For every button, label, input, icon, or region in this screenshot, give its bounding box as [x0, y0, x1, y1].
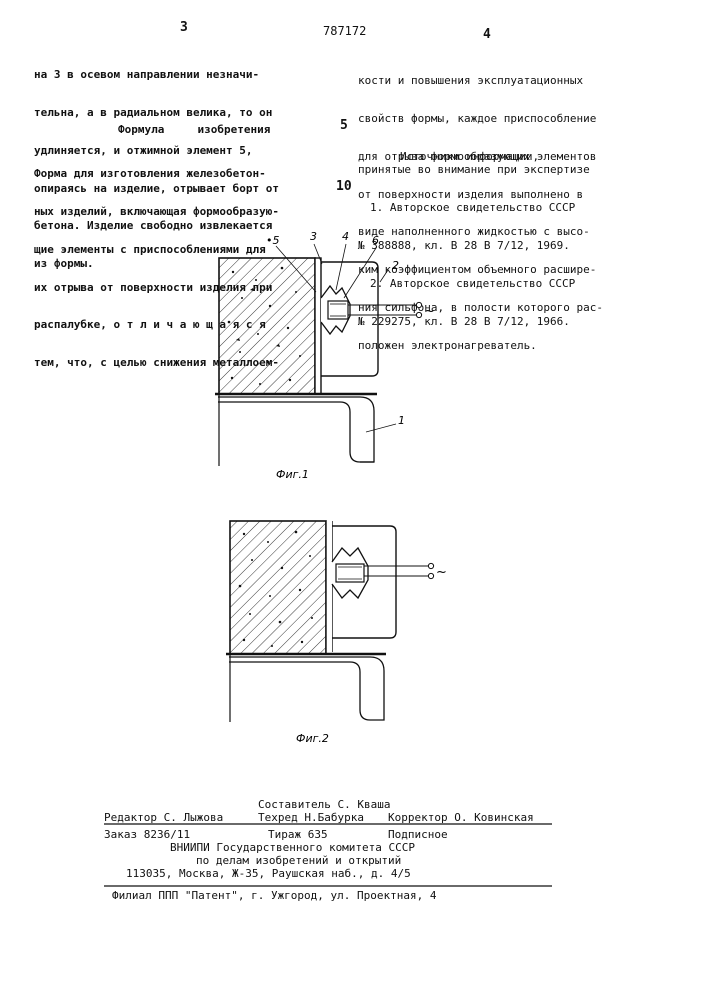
figure-1: ~ •5 3 4 6 2 1 Фиг.1 — [215, 230, 435, 481]
form-side-plate — [315, 258, 321, 394]
footer-techred: Техред Н.Бабурка — [258, 812, 364, 824]
concrete-body — [219, 258, 315, 394]
footer-org1: ВНИИПИ Государственного комитета СССР — [170, 842, 415, 854]
label-6: 6 — [372, 234, 379, 247]
ac-symbol: ~ — [436, 565, 447, 580]
footer-corrector: Корректор О. Ковинская — [388, 812, 534, 824]
label-3: 3 — [310, 230, 317, 243]
footer-composer: Составитель С. Кваша — [258, 799, 390, 811]
figure-2: ~ Фиг.2 — [226, 521, 447, 745]
pallet-channel — [229, 657, 384, 720]
pallet-channel — [218, 397, 374, 462]
concrete-body — [230, 521, 326, 654]
footer-branch: Филиал ППП "Патент", г. Ужгород, ул. Про… — [112, 890, 437, 902]
footer-editor: Редактор С. Лыжова — [104, 812, 223, 824]
footer-circulation: Тираж 635 — [268, 829, 328, 841]
figure-2-caption: Фиг.2 — [296, 732, 329, 745]
label-4: 4 — [342, 230, 349, 243]
footer-order: Заказ 8236/11 — [104, 829, 190, 841]
label-1: 1 — [398, 414, 405, 427]
footer-address: 113035, Москва, Ж-35, Раушская наб., д. … — [126, 868, 411, 880]
figure-1-caption: Фиг.1 — [276, 468, 309, 481]
label-5: •5 — [266, 234, 280, 247]
label-2: 2 — [392, 259, 399, 272]
ac-symbol: ~ — [424, 304, 435, 319]
footer-subscription: Подписное — [388, 829, 448, 841]
footer-org2: по делам изобретений и открытий — [196, 855, 401, 867]
